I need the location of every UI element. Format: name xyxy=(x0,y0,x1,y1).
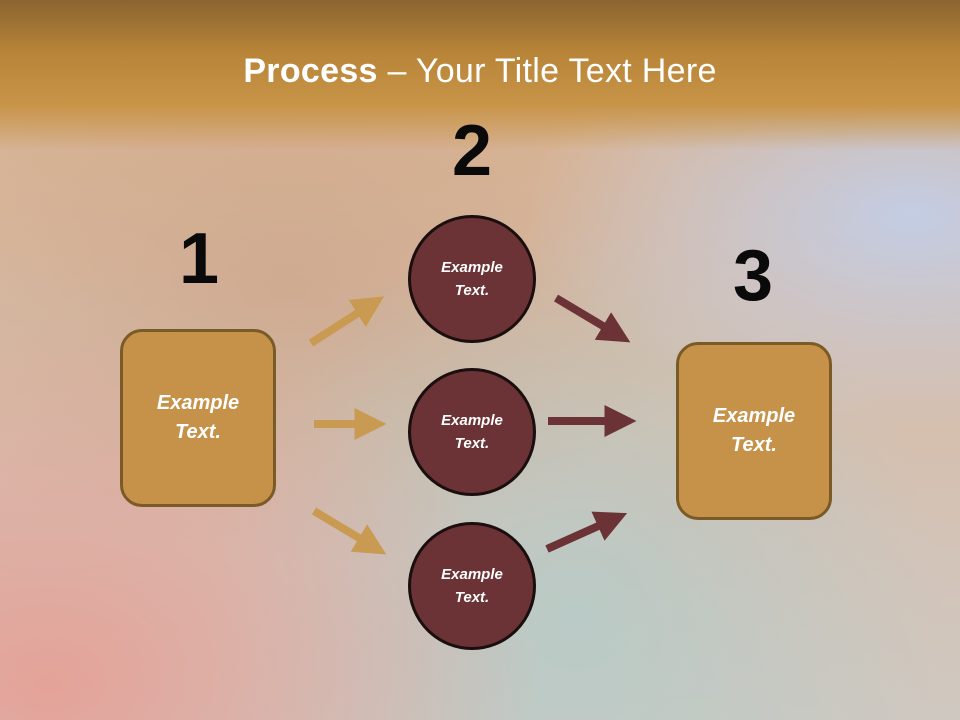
title-bar xyxy=(0,0,960,150)
title-bold: Process xyxy=(243,52,378,90)
step-1-box: Example Text. xyxy=(120,329,276,507)
slide-title: Process – Your Title Text Here xyxy=(0,52,960,91)
arrow-top-to-3 xyxy=(553,294,631,343)
arrow-1-to-top xyxy=(308,296,385,347)
step-2-circle-top: Example Text. xyxy=(408,215,536,343)
step-number-2: 2 xyxy=(451,111,493,191)
circle-middle-text: Example Text. xyxy=(441,412,503,452)
title-rest: Your Title Text Here xyxy=(415,52,717,90)
step-2-circle-middle: Example Text. xyxy=(408,368,536,496)
step-3-box: Example Text. xyxy=(676,342,832,520)
title-separator: – xyxy=(377,52,416,90)
circle-top-text: Example Text. xyxy=(441,259,503,299)
arrow-1-to-bottom xyxy=(311,507,387,555)
arrow-bottom-to-3 xyxy=(545,511,628,553)
circle-bottom-text: Example Text. xyxy=(441,566,503,606)
step-1-text: Example Text. xyxy=(156,392,240,443)
step-number-1: 1 xyxy=(178,219,220,299)
step-3-text: Example Text. xyxy=(712,405,796,456)
step-number-3: 3 xyxy=(732,236,774,316)
step-2-circle-bottom: Example Text. xyxy=(408,522,536,650)
